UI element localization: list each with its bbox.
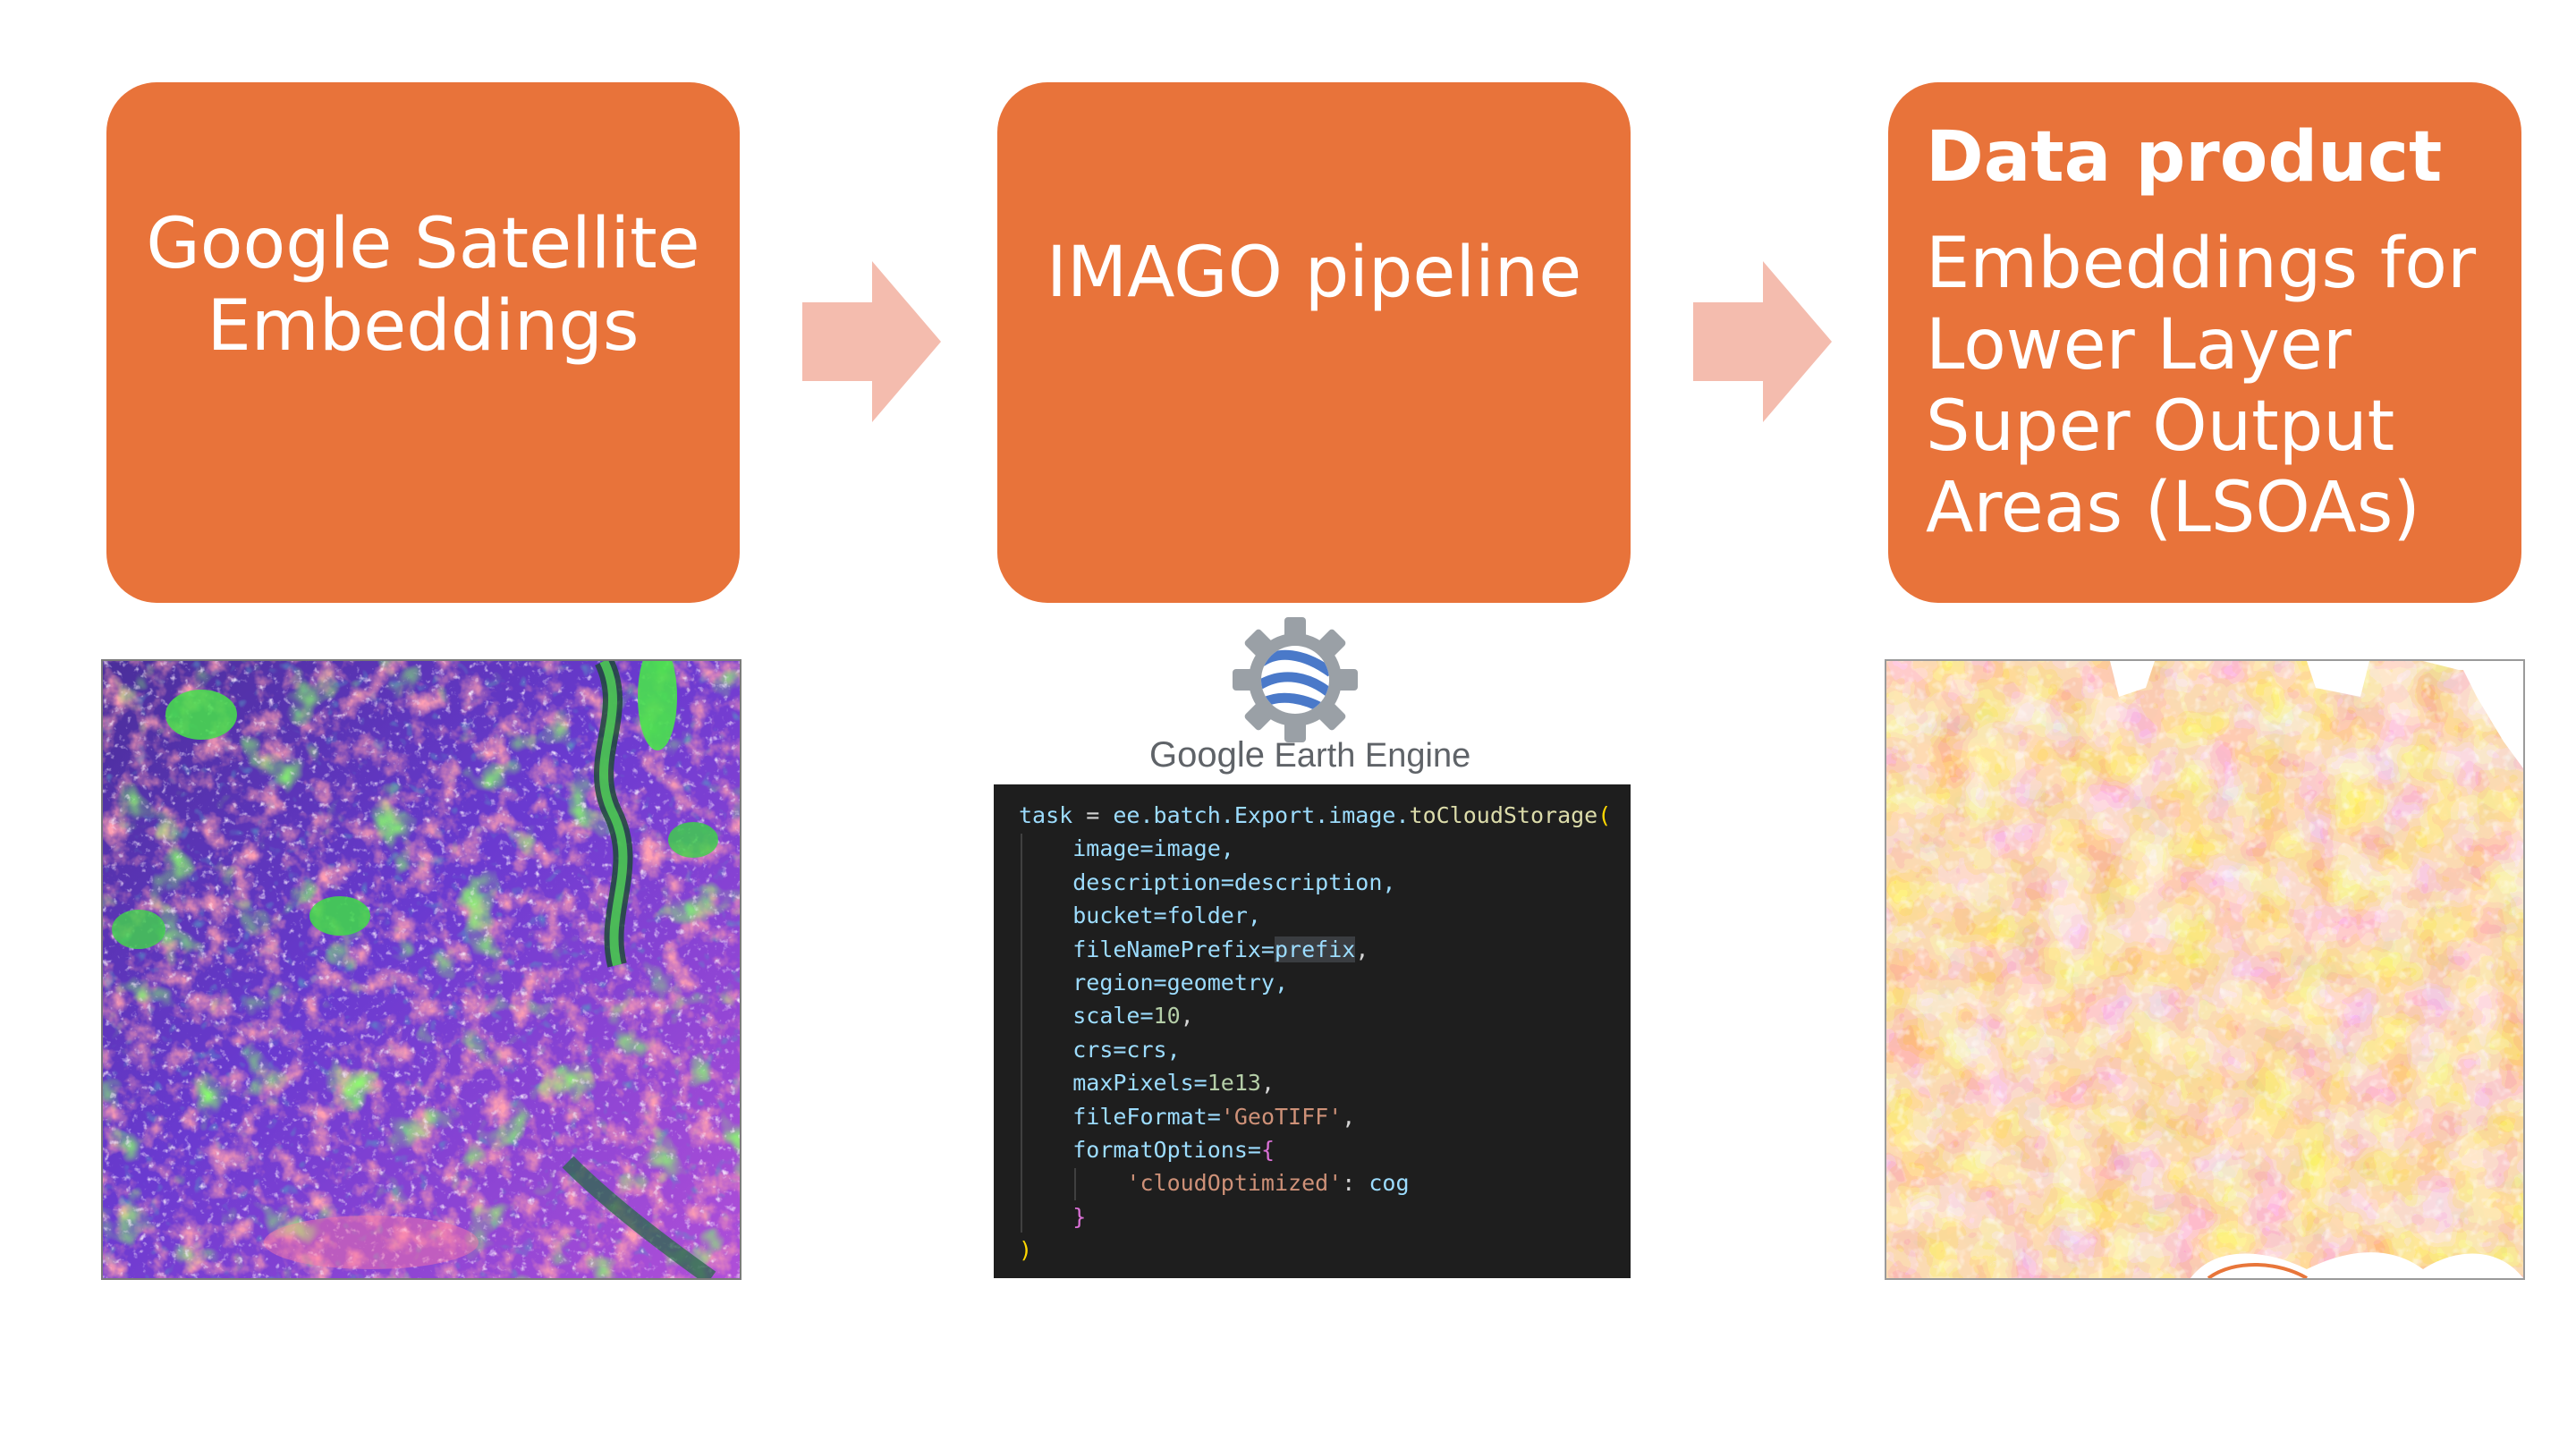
google-earth-engine-label: Google Earth Engine — [1149, 735, 1470, 775]
step3-line2: Lower Layer — [1926, 305, 2351, 386]
step-imago-pipeline: IMAGO pipeline — [997, 82, 1631, 603]
lsoa-map-picture — [1886, 661, 2523, 1278]
google-earth-engine-icon — [1233, 617, 1358, 742]
gee-product-text: Earth Engine — [1264, 737, 1471, 775]
code-line: region=geometry, — [1072, 969, 1289, 996]
step1-title-line1: Google Satellite — [146, 204, 700, 284]
satellite-embedding-image — [101, 659, 741, 1280]
step-google-satellite-embeddings: Google Satellite Embeddings — [106, 82, 740, 603]
step2-title: IMAGO pipeline — [1046, 233, 1582, 313]
arrow-right-icon — [1693, 261, 1832, 422]
lsoa-choropleth-map — [1885, 659, 2525, 1280]
code-line: description=description, — [1072, 869, 1396, 895]
step1-title: Google Satellite Embeddings — [146, 203, 699, 368]
indent-guide — [1021, 834, 1022, 1233]
step-data-product: Data product Embeddings for Lower Layer … — [1888, 82, 2521, 603]
code-line: fileFormat='GeoTIFF', — [1072, 1103, 1356, 1130]
indent-guide — [1074, 1168, 1076, 1200]
step3-description: Embeddings for Lower Layer Super Output … — [1926, 224, 2476, 549]
code-line: image=image, — [1072, 835, 1234, 862]
code-line: bucket=folder, — [1072, 902, 1261, 929]
code-line: fileNamePrefix=prefix, — [1072, 936, 1369, 962]
step3-line4: Areas (LSOAs) — [1926, 468, 2420, 548]
step3-line1: Embeddings for — [1926, 224, 2477, 304]
code-line: ) — [1019, 1237, 1033, 1264]
code-snippet: task = ee.batch.Export.image.toCloudStor… — [994, 784, 1631, 1278]
code-line: task = ee.batch.Export.image.toCloudStor… — [1019, 802, 1612, 828]
code-line: } — [1072, 1203, 1087, 1230]
step1-title-line2: Embeddings — [207, 286, 640, 367]
code-line: formatOptions={ — [1072, 1136, 1275, 1163]
step3-heading: Data product — [1926, 117, 2443, 198]
step3-line3: Super Output — [1926, 386, 2395, 467]
arrow-right-icon — [802, 261, 941, 422]
code-line: crs=crs, — [1072, 1036, 1181, 1063]
gee-brand-text: Google — [1149, 735, 1265, 775]
code-line: 'cloudOptimized': cog — [1126, 1170, 1410, 1197]
code-line: maxPixels=1e13, — [1072, 1070, 1275, 1097]
code-line: scale=10, — [1072, 1003, 1194, 1030]
satellite-embedding-picture — [103, 661, 740, 1278]
